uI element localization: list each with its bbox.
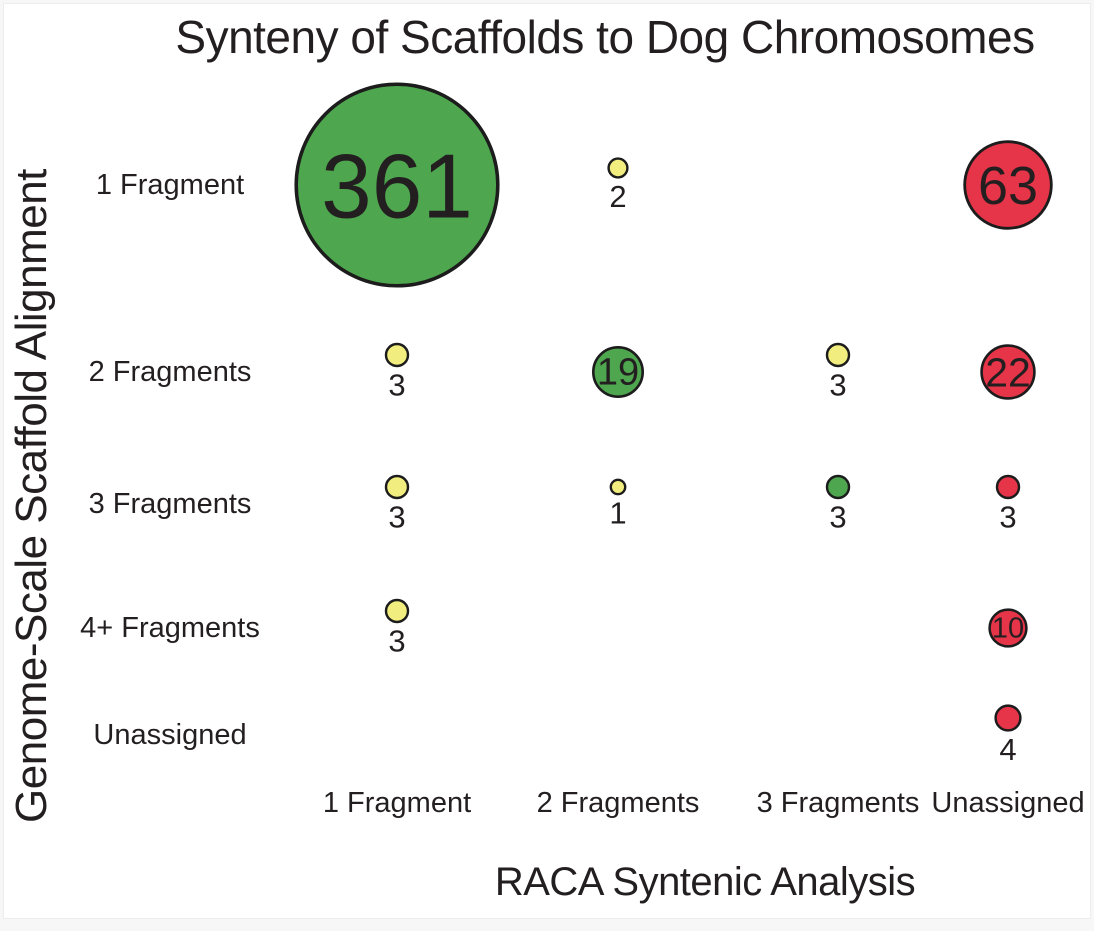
y-tick-label: 4+ Fragments [80, 612, 260, 644]
y-tick-label: 1 Fragment [96, 169, 244, 201]
bubble-yellow [611, 480, 625, 494]
bubble-count-label: 3 [999, 500, 1016, 535]
bubble-value-label: 361 [321, 137, 473, 238]
bubble-count-label: 1 [609, 496, 626, 531]
bubble-yellow [386, 600, 408, 622]
bubble-red [997, 476, 1019, 498]
bubble-yellow [609, 159, 628, 178]
bubble-count-label: 3 [388, 624, 405, 659]
bubble-yellow [386, 344, 408, 366]
bubble-green [827, 476, 849, 498]
bubble-count-label: 3 [388, 500, 405, 535]
y-tick-label: 3 Fragments [89, 488, 252, 520]
bubble-value-label: 63 [978, 156, 1038, 216]
y-tick-label: Unassigned [93, 719, 246, 751]
x-tick-label: 1 Fragment [323, 787, 471, 819]
x-tick-label: 2 Fragments [537, 787, 700, 819]
bubble-value-label: 19 [597, 351, 639, 393]
bubble-red [996, 706, 1021, 731]
bubble-value-label: 22 [985, 350, 1031, 396]
bubble-count-label: 3 [388, 368, 405, 403]
bubble-value-label: 10 [992, 612, 1024, 644]
bubble-yellow [827, 344, 849, 366]
y-tick-label: 2 Fragments [89, 356, 252, 388]
bubble-count-label: 3 [829, 500, 846, 535]
bubble-count-label: 2 [609, 179, 626, 214]
bubble-count-label: 3 [829, 368, 846, 403]
bubble-yellow [386, 476, 408, 498]
x-tick-label: Unassigned [931, 787, 1084, 819]
x-tick-label: 3 Fragments [757, 787, 920, 819]
bubble-count-label: 4 [999, 732, 1016, 767]
